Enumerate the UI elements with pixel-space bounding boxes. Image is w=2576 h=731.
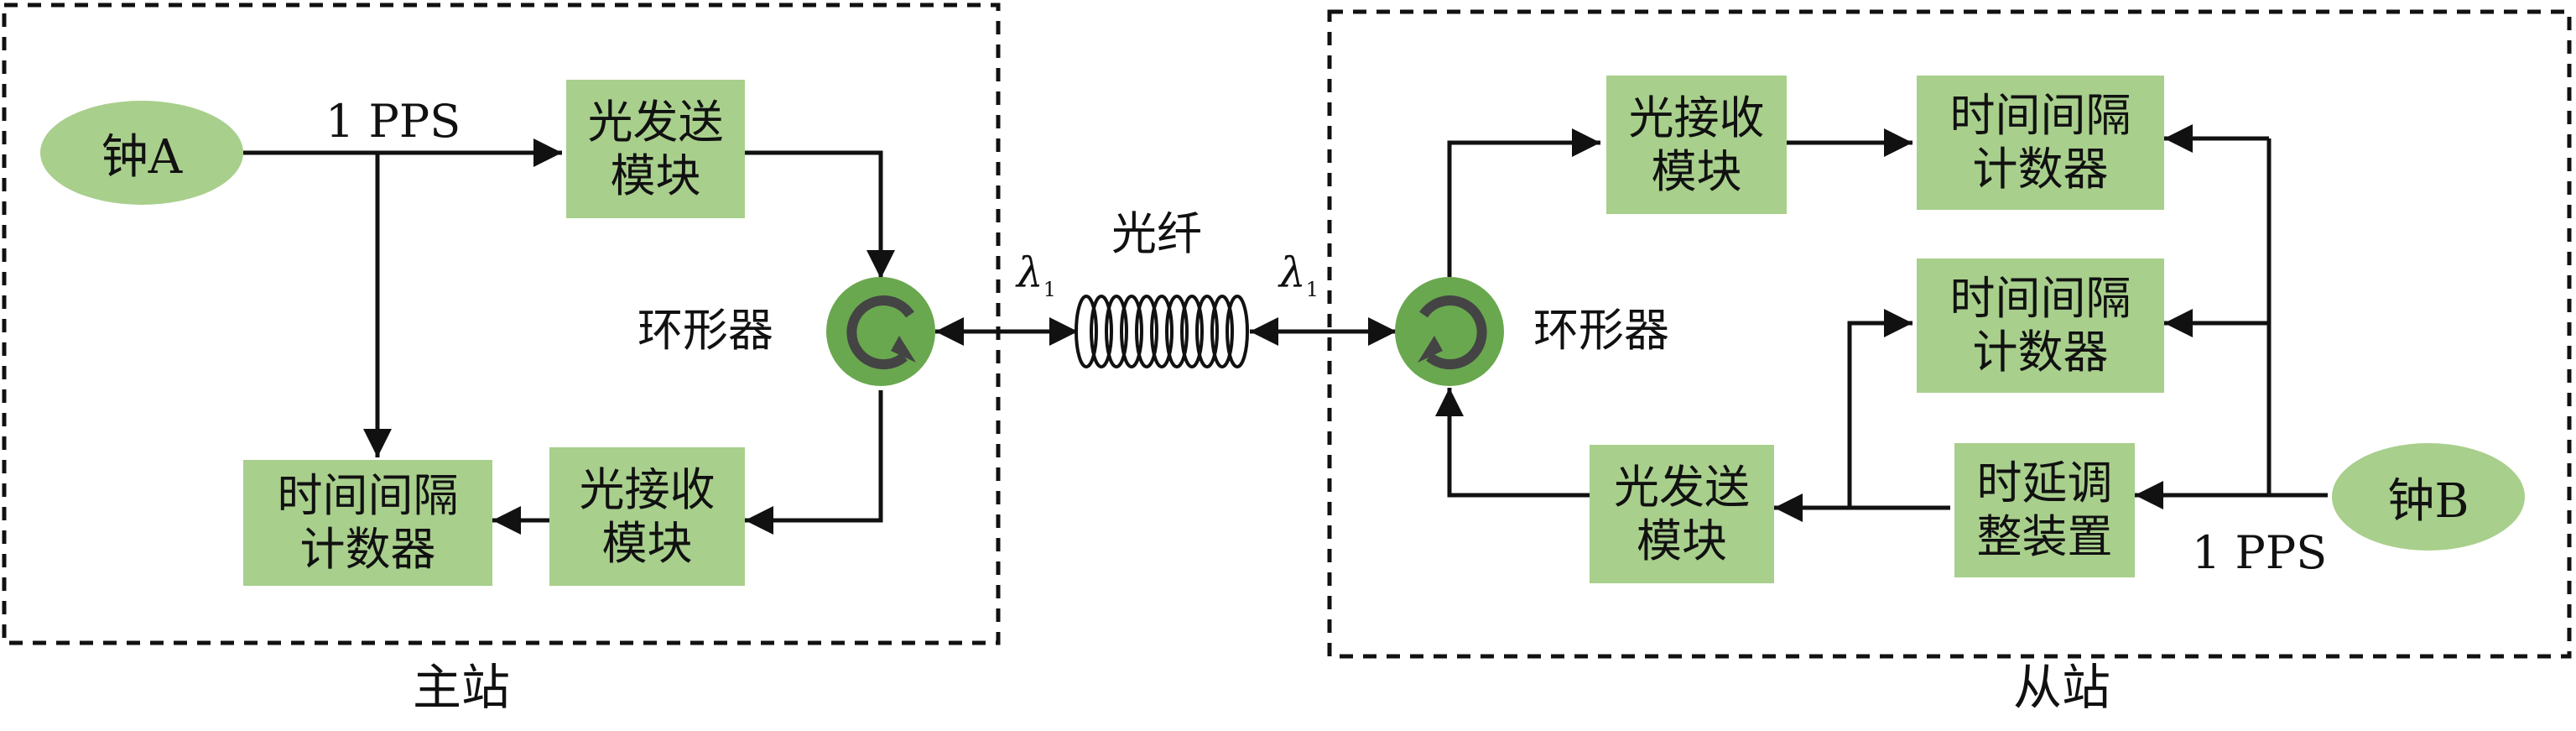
master-counter-line1: 时间间隔 <box>277 469 459 522</box>
slave-delay-line1: 时延调 <box>1976 457 2113 509</box>
fiber-label: 光纤 <box>1111 207 1202 260</box>
slave-rx-module: 光接收 模块 <box>1606 76 1787 214</box>
master-tx-line2: 模块 <box>610 149 701 202</box>
slave-tx-line1: 光发送 <box>1614 460 1750 514</box>
slave-delay-line2: 整装置 <box>1976 510 2113 563</box>
clock-b-label: 钟B <box>2387 473 2469 529</box>
slave-tx-to-circulator <box>1435 388 1590 498</box>
slave-delay-adjuster: 时延调 整装置 <box>1954 443 2135 577</box>
slave-tx-line2: 模块 <box>1637 514 1727 567</box>
slave-rx-line1: 光接收 <box>1628 91 1765 144</box>
slave-counter-1: 时间间隔 计数器 <box>1917 76 2164 210</box>
master-pps-label: 1 PPS <box>325 95 461 148</box>
slave-counter1-line2: 计数器 <box>1972 143 2109 196</box>
lambda-left-label: λ1 <box>1017 248 1056 301</box>
slave-circulator-label: 环形器 <box>1533 304 1669 357</box>
clock-a-label: 钟A <box>101 129 183 185</box>
slave-counter-2: 时间间隔 计数器 <box>1917 258 2164 393</box>
clock-b: 钟B <box>2332 443 2525 551</box>
master-station-label: 主站 <box>413 659 511 716</box>
master-circulator-to-rx <box>745 390 883 535</box>
slave-counter2-line1: 时间间隔 <box>1949 272 2131 325</box>
slave-delay-branch <box>1847 309 1912 508</box>
master-counter: 时间间隔 计数器 <box>243 460 492 586</box>
clock-a: 钟A <box>40 101 243 205</box>
master-station-frame <box>2 3 1001 645</box>
slave-circulator-icon <box>1395 277 1504 386</box>
slave-rx-line2: 模块 <box>1651 144 1742 198</box>
master-rx-line2: 模块 <box>601 516 693 570</box>
slave-circulator-to-rx <box>1447 128 1600 277</box>
master-tx-to-circulator <box>745 150 895 279</box>
master-circulator-label: 环形器 <box>637 304 773 357</box>
master-counter-line2: 计数器 <box>299 523 436 576</box>
fiber-coil-icon <box>1075 295 1249 368</box>
master-circulator-icon <box>826 277 935 386</box>
master-tx-module: 光发送 模块 <box>566 80 745 218</box>
slave-station-frame <box>1327 9 2572 659</box>
lambda-right-label: λ1 <box>1279 248 1319 301</box>
master-rx-line1: 光接收 <box>579 462 716 516</box>
slave-pps-label: 1 PPS <box>2192 526 2328 579</box>
slave-counter2-line2: 计数器 <box>1972 326 2109 379</box>
master-tx-line1: 光发送 <box>587 95 724 149</box>
slave-tx-module: 光发送 模块 <box>1590 445 1774 583</box>
slave-counter1-line1: 时间间隔 <box>1949 89 2131 142</box>
slave-station-label: 从站 <box>2013 659 2111 716</box>
master-rx-module: 光接收 模块 <box>549 447 745 586</box>
